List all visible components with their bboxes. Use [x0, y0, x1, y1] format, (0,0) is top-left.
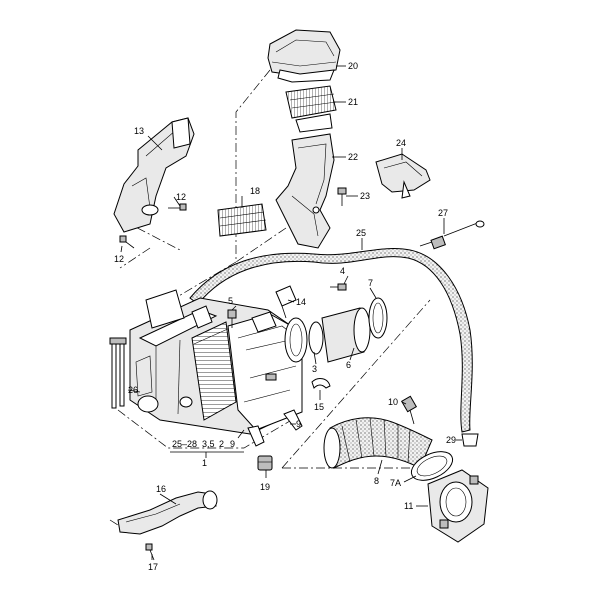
- part-20-intake-cover: [267, 29, 341, 83]
- callout-19: 19: [260, 482, 270, 492]
- part-23-bolt: [337, 187, 347, 206]
- callout-5: 5: [228, 296, 233, 306]
- part-24-bracket: [375, 153, 431, 199]
- callout-15: 15: [314, 402, 324, 412]
- callout-26: 26: [128, 385, 138, 395]
- part-7a-seal: [410, 451, 454, 481]
- callout-7: 7: [368, 278, 373, 288]
- part-18-filter-pad: [217, 203, 267, 237]
- callout-6: 6: [346, 360, 351, 370]
- part-21-grille: [285, 85, 337, 133]
- part-10-sensor: [400, 395, 418, 425]
- callout-14: 14: [296, 297, 306, 307]
- part-16-lower-duct: [117, 490, 218, 535]
- part-19-grommet: [257, 455, 273, 471]
- callout-4: 4: [340, 266, 345, 276]
- part-11-throttle-body: [427, 469, 489, 543]
- part-25-hose: [189, 247, 473, 433]
- callout-29: 29: [446, 435, 456, 445]
- callout-1: 1: [202, 458, 207, 468]
- callout-leaders: [120, 65, 462, 560]
- callout-3: 3: [312, 364, 317, 374]
- callout-labels: 20 21 22 23 24 13 12 12 18 25 27 4 7 5 1…: [114, 61, 456, 572]
- callout-24: 24: [396, 138, 406, 148]
- part-15-cap: [311, 378, 331, 389]
- group-bracket: [170, 451, 244, 458]
- callout-10: 10: [388, 397, 398, 407]
- part-13-resonator: [113, 117, 195, 233]
- callout-25: 25: [356, 228, 366, 238]
- part-12-screws: [119, 203, 187, 249]
- callout-3-5: 3,5: [202, 439, 215, 449]
- part-17-screw: [145, 543, 155, 561]
- callout-13: 13: [134, 126, 144, 136]
- callout-18: 18: [250, 186, 260, 196]
- part-8-intake-hose: [323, 417, 433, 469]
- callout-8: 8: [374, 476, 379, 486]
- callout-12-lower: 12: [114, 254, 124, 264]
- part-26-straps: [109, 337, 127, 409]
- callout-27: 27: [438, 208, 448, 218]
- callout-23: 23: [360, 191, 370, 201]
- callout-22: 22: [348, 152, 358, 162]
- callout-12-upper: 12: [176, 192, 186, 202]
- callout-2: 2: [219, 439, 224, 449]
- callout-21: 21: [348, 97, 358, 107]
- callout-9-left: 9: [230, 439, 235, 449]
- part-3-seal: [284, 317, 324, 363]
- part-4-screw: [330, 283, 347, 291]
- callout-16: 16: [156, 484, 166, 494]
- callout-9-right: 9: [296, 419, 301, 429]
- callout-7a: 7A: [390, 478, 401, 488]
- part-7-clamp: [368, 297, 388, 339]
- callout-20: 20: [348, 61, 358, 71]
- part-29-clip: [461, 433, 479, 447]
- callout-11: 11: [404, 501, 413, 511]
- air-filter-housing: [129, 289, 303, 447]
- part-27-sensor: [419, 220, 485, 250]
- callout-25-28: 25–28: [172, 439, 197, 449]
- part-6-pipe: [321, 307, 371, 363]
- callout-17: 17: [148, 562, 158, 572]
- part-22-intake-duct: [275, 133, 335, 249]
